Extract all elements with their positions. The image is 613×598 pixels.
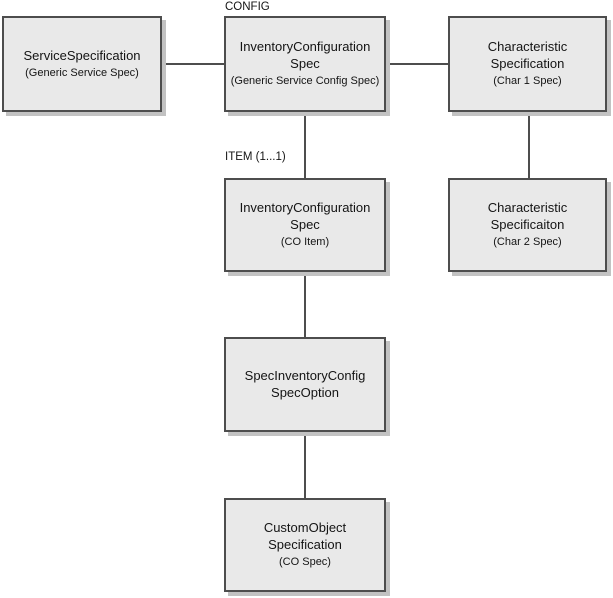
connector-invconfigitem-specoption [304, 272, 306, 337]
connector-servicespec-invconfigspec [162, 63, 224, 65]
node-title: InventoryConfiguration Spec [239, 200, 371, 233]
node-title: Characteristic Specification [487, 39, 568, 72]
node-subtitle: (Generic Service Spec) [25, 66, 139, 79]
edge-label-item: ITEM (1...1) [225, 151, 286, 163]
node-inventory-configuration-spec: InventoryConfiguration Spec (Generic Ser… [224, 16, 386, 112]
node-subtitle: (Char 1 Spec) [493, 75, 562, 88]
node-characteristic-specification-1: Characteristic Specification (Char 1 Spe… [448, 16, 607, 112]
node-custom-object-specification: CustomObject Specification (CO Spec) [224, 498, 386, 592]
node-characteristic-specification-2: Characteristic Specificaiton (Char 2 Spe… [448, 178, 607, 272]
connector-invconfigspec-invconfigitem [304, 112, 306, 178]
edge-label-config: CONFIG [225, 1, 270, 13]
node-subtitle: (Char 2 Spec) [493, 236, 562, 249]
connector-charspec1-charspec2 [528, 112, 530, 178]
node-spec-inventory-config-spec-option: SpecInventoryConfig SpecOption [224, 337, 386, 432]
connector-specoption-customobjectspec [304, 432, 306, 498]
node-title: SpecInventoryConfig SpecOption [244, 367, 366, 400]
node-title: CustomObject Specification [263, 520, 347, 553]
node-subtitle: (CO Item) [280, 236, 330, 249]
node-service-specification: ServiceSpecification (Generic Service Sp… [2, 16, 162, 112]
node-title: InventoryConfiguration Spec [239, 39, 371, 72]
node-title: Characteristic Specificaiton [487, 200, 568, 233]
node-inventory-configuration-item: InventoryConfiguration Spec (CO Item) [224, 178, 386, 272]
connector-invconfigspec-charspec1 [386, 63, 448, 65]
node-title: ServiceSpecification [23, 47, 141, 63]
node-subtitle: (CO Spec) [279, 556, 331, 569]
node-subtitle: (Generic Service Config Spec) [230, 75, 380, 88]
